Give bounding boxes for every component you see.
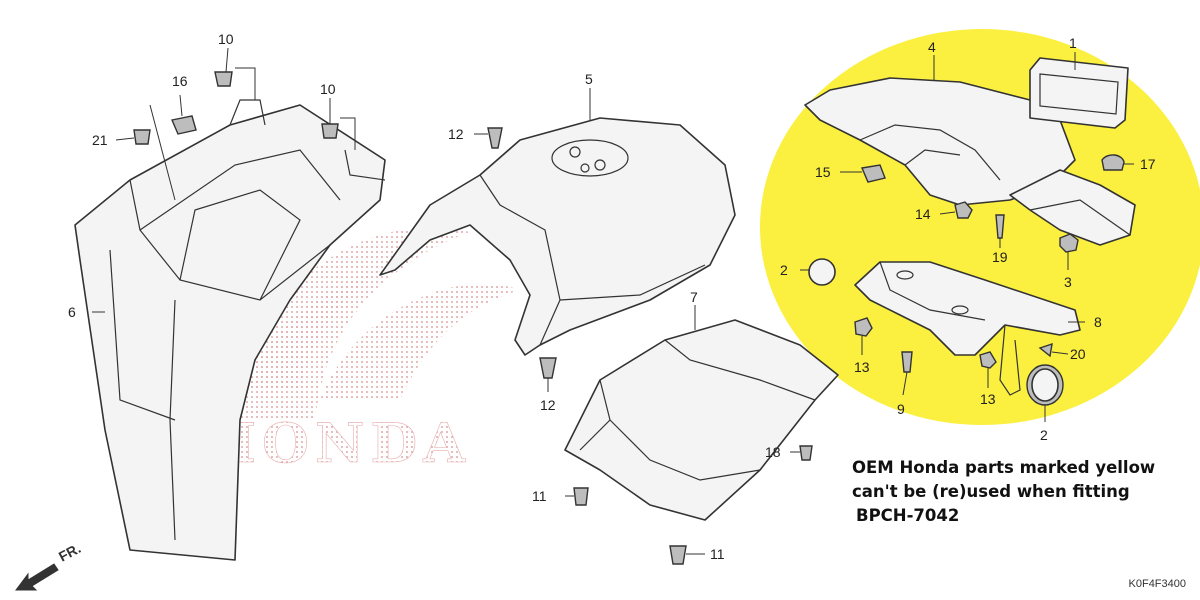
part-12-screw-top xyxy=(487,127,503,149)
callout-6: 6 xyxy=(68,304,76,320)
callout-12-top: 12 xyxy=(448,126,464,142)
part-6-inner-fender xyxy=(74,99,386,561)
honda-watermark-text: HONDA xyxy=(205,411,471,475)
yellow-parts-note: OEM Honda parts marked yellow can't be (… xyxy=(852,456,1155,528)
callout-18: 18 xyxy=(765,444,781,460)
part-10-bolt-mid xyxy=(321,123,339,139)
callout-2-bottom: 2 xyxy=(1040,427,1048,443)
callout-9: 9 xyxy=(897,401,905,417)
callout-10-mid: 10 xyxy=(320,81,336,97)
part-3-nut xyxy=(1059,233,1079,253)
callout-15: 15 xyxy=(815,164,831,180)
front-direction-arrow: FR. xyxy=(15,540,83,591)
callouts: 1 2 2 3 4 5 6 7 8 9 10 10 11 11 12 12 13… xyxy=(68,31,1156,562)
callout-20: 20 xyxy=(1070,346,1086,362)
callout-11-bottom: 11 xyxy=(710,546,725,562)
part-21-bolt xyxy=(133,129,151,145)
part-10-bolt-top xyxy=(214,71,233,87)
callout-19: 19 xyxy=(992,249,1008,265)
part-11-clip-top xyxy=(573,487,589,506)
part-13-nut-right xyxy=(979,351,997,369)
part-9-bolt xyxy=(901,351,913,373)
diagram-code: K0F4F3400 xyxy=(1128,578,1186,590)
callout-5: 5 xyxy=(585,71,593,87)
part-12-screw-bottom xyxy=(539,357,557,379)
callout-2-top: 2 xyxy=(780,262,788,278)
part-14-nut xyxy=(954,201,973,219)
part-17-cap xyxy=(1101,154,1125,171)
note-line-2: can't be (re)used when fitting xyxy=(852,482,1130,501)
part-11-clip-bottom xyxy=(669,545,687,565)
note-line-1: OEM Honda parts marked yellow xyxy=(852,458,1156,477)
part-16-clip xyxy=(171,115,197,135)
part-7-mudguard xyxy=(564,319,839,521)
honda-wing-watermark xyxy=(215,227,520,420)
callout-12-bottom: 12 xyxy=(540,397,556,413)
leader-lines xyxy=(92,47,1134,555)
callout-13-left: 13 xyxy=(854,359,870,375)
callout-8: 8 xyxy=(1094,314,1102,330)
part-19-screw xyxy=(995,214,1005,239)
callout-10-top: 10 xyxy=(218,31,234,47)
front-direction-label: FR. xyxy=(56,540,83,565)
part-1-reflector xyxy=(1029,57,1129,129)
callout-1: 1 xyxy=(1069,35,1077,51)
part-20-clip xyxy=(1038,342,1053,358)
callout-7: 7 xyxy=(690,289,698,305)
part-4-license-housing xyxy=(804,77,1136,246)
callout-16: 16 xyxy=(172,73,188,89)
part-15-clip xyxy=(861,164,886,183)
callout-14: 14 xyxy=(915,206,931,222)
part-18-screw xyxy=(799,445,813,461)
note-line-3: BPCH-7042 xyxy=(856,506,960,525)
callout-11-top: 11 xyxy=(532,488,547,504)
callout-3: 3 xyxy=(1064,274,1072,290)
callout-21: 21 xyxy=(92,132,108,148)
part-13-nut-left xyxy=(854,317,873,337)
callout-4: 4 xyxy=(928,39,936,55)
callout-13-right: 13 xyxy=(980,391,996,407)
hardware xyxy=(133,71,1125,565)
part-8-bracket xyxy=(854,261,1081,396)
callout-17: 17 xyxy=(1140,156,1156,172)
part-5-rear-fender xyxy=(379,117,736,356)
part-2-grommet-top xyxy=(808,258,836,286)
